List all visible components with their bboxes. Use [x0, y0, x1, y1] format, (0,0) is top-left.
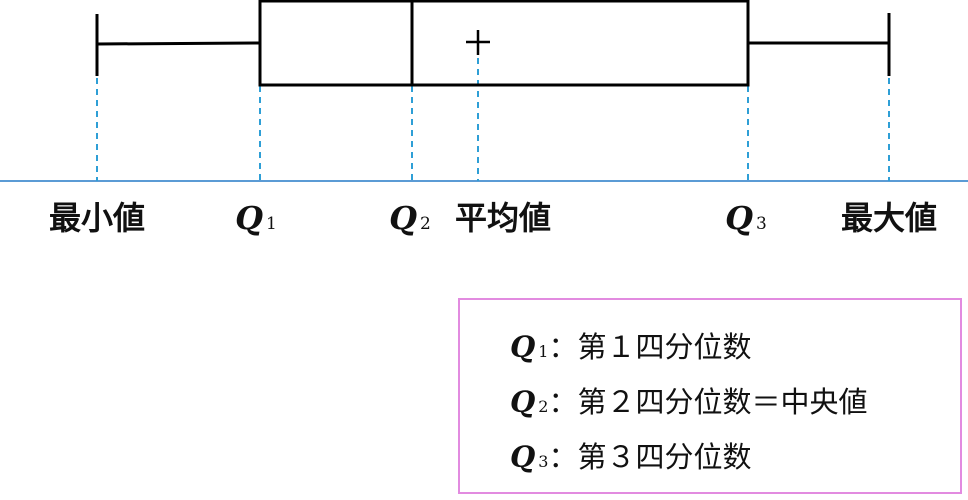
min-label: 最小値	[48, 199, 146, 237]
legend-q1-text: ：第１四分位数	[548, 330, 752, 364]
legend-q3-text: ：第３四分位数	[548, 440, 752, 474]
q3-subscript: 3	[756, 214, 767, 234]
legend-q3-subscript: 3	[538, 452, 549, 471]
q1-symbol: Q	[235, 199, 264, 237]
q2-subscript: 2	[420, 214, 431, 234]
whisker-left	[96, 41, 261, 46]
box-iqr	[258, 0, 750, 87]
legend-q1-symbol: Q	[510, 330, 536, 364]
legend-q2-text: ：第２四分位数＝中央値	[548, 385, 868, 419]
mean-label: 平均値	[454, 199, 552, 237]
legend-q2-subscript: 2	[538, 397, 549, 416]
legend-q2-symbol: Q	[510, 385, 536, 419]
q1-subscript: 1	[266, 214, 277, 234]
max-label: 最大値	[840, 199, 938, 237]
legend-q1-subscript: 1	[538, 342, 549, 361]
q2-symbol: Q	[389, 199, 418, 237]
q3-symbol: Q	[725, 199, 754, 237]
legend-q3-symbol: Q	[510, 440, 536, 474]
